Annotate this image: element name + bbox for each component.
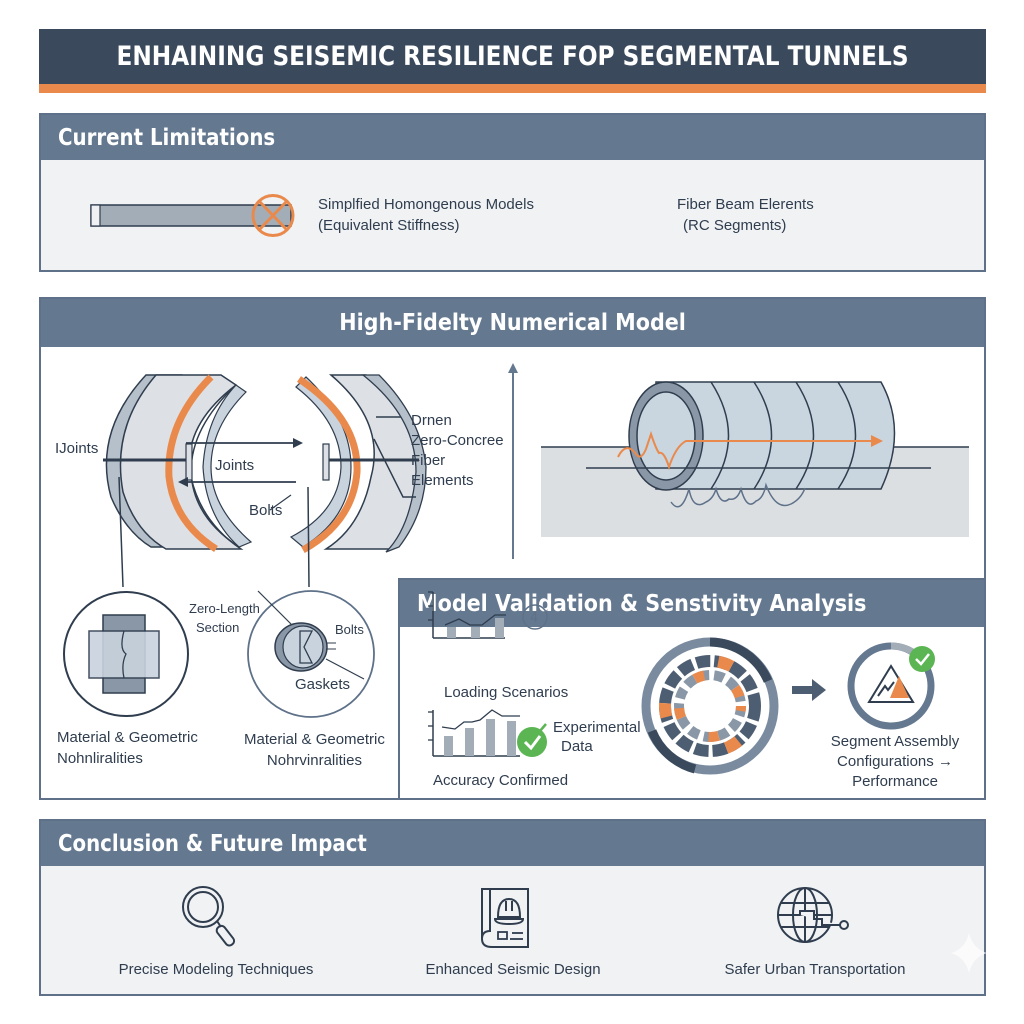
label-line: Zero-Concree	[411, 432, 504, 449]
label-line: Section	[196, 620, 240, 635]
label-line: Drnen	[411, 412, 452, 429]
segment-joint-diagram	[103, 374, 427, 588]
section-header: Current Limitations	[41, 115, 984, 160]
title-accent-bar	[39, 84, 986, 93]
title-banner: ENHAINING SEISEMIC RESILIENCE FOP SEGMEN…	[39, 29, 986, 84]
label-accuracy-confirmed: Accuracy Confirmed	[433, 772, 569, 789]
impact-urban-transportation: Safer Urban Transportation	[724, 961, 906, 978]
label-fiber-elements: Drnen Zero-Concree Fiber Elements	[411, 411, 504, 491]
blueprint-hardhat-icon	[481, 888, 529, 948]
arrow-right-icon	[792, 679, 826, 701]
left-segment	[103, 374, 253, 552]
label-bolts-detail: Bolts	[335, 622, 364, 637]
label-line: Data	[561, 738, 593, 755]
tunnel-seismic-wave-diagram	[508, 363, 969, 559]
page-title: ENHAINING SEISEMIC RESILIENCE FOP SEGMEN…	[116, 41, 909, 72]
label-line: (Equivalent Stiffness)	[318, 217, 460, 234]
section-title: High-Fidelty Numerical Model	[339, 310, 686, 336]
label-gaskets: Gaskets	[295, 676, 351, 693]
label-line: Zero-Length	[189, 601, 260, 616]
performance-badge-icon	[847, 642, 935, 730]
label-line: Simplfied Homongenous Models	[318, 196, 534, 213]
seismic-load-icon	[522, 604, 548, 630]
label-line: Nohrvinralities	[266, 752, 362, 769]
accuracy-chart-icon	[428, 709, 520, 757]
section-title: Conclusion & Future Impact	[58, 830, 367, 857]
label-line: Material & Geometric	[244, 731, 385, 748]
section-conclusion: Conclusion & Future Impact Precise Model…	[39, 819, 987, 996]
impact-precise-modeling: Precise Modeling Techniques	[118, 961, 314, 978]
label-bolts: Bolts	[249, 502, 283, 519]
limitation-simplified-models: Simplfied Homongenous Models (Equivalent…	[318, 194, 534, 236]
section-title: Model Validation & Senstivity Analysis	[417, 590, 867, 617]
magnifier-icon	[182, 886, 236, 947]
label-line: Nohnliralities	[57, 750, 143, 767]
crossed-out-beam-icon	[90, 194, 295, 237]
limitation-fiber-beam: Fiber Beam Elerents (RC Segments)	[677, 194, 814, 236]
label-line: Performance	[852, 773, 938, 790]
label-line: Experimental	[553, 719, 641, 736]
ground-motion-wave	[670, 482, 806, 508]
label-line: (RC Segments)	[683, 217, 787, 234]
svg-text:4: 4	[530, 611, 538, 626]
section-header: Model Validation & Senstivity Analysis	[400, 580, 984, 627]
label-zero-length-section: Zero-Length Section	[189, 599, 260, 637]
loading-scenarios-chart-icon: 4	[428, 591, 548, 639]
label-line: Fiber	[411, 452, 446, 469]
label-joints-center: Joints	[215, 457, 255, 474]
label-loading-scenarios: Loading Scenarios	[444, 684, 569, 701]
tunnel-ring-joints	[710, 381, 857, 490]
right-segment	[289, 374, 427, 554]
seismic-wave-arrow	[617, 430, 871, 471]
label-line: Material & Geometric	[57, 729, 198, 746]
segment-ring-assembly-icon	[641, 637, 779, 775]
joint-detail-left	[63, 591, 189, 717]
check-green-icon	[517, 723, 547, 757]
label-line: Configurations →	[837, 753, 953, 770]
label-line: Fiber Beam Elerents	[677, 196, 814, 213]
section-title: Current Limitations	[58, 124, 276, 151]
section-header: Conclusion & Future Impact	[41, 821, 984, 866]
label-line: Elements	[411, 472, 474, 489]
section-header: High-Fidelty Numerical Model	[41, 299, 984, 347]
impact-seismic-design: Enhanced Seismic Design	[425, 961, 601, 978]
label-joints-left: IJoints	[55, 440, 99, 457]
label-experimental-data: Experimental Data	[553, 718, 641, 756]
joint-detail-right	[247, 590, 375, 718]
caption-nonlinearities-right: Material & Geometric Nohrvinralities	[244, 729, 385, 771]
label-segment-assembly-performance: Segment Assembly Configurations → Perfor…	[820, 732, 970, 792]
label-line: Segment Assembly	[830, 733, 960, 750]
caption-nonlinearities-left: Material & Geometric Nohnliralities	[57, 727, 198, 769]
globe-network-icon	[777, 887, 849, 943]
tunnel-body	[655, 381, 896, 490]
sparkle-watermark-icon	[951, 933, 987, 973]
section-model-validation: Model Validation & Senstivity Analysis 4…	[398, 578, 986, 800]
section-current-limitations: Current Limitations Simplfied Homongenou…	[39, 113, 986, 272]
